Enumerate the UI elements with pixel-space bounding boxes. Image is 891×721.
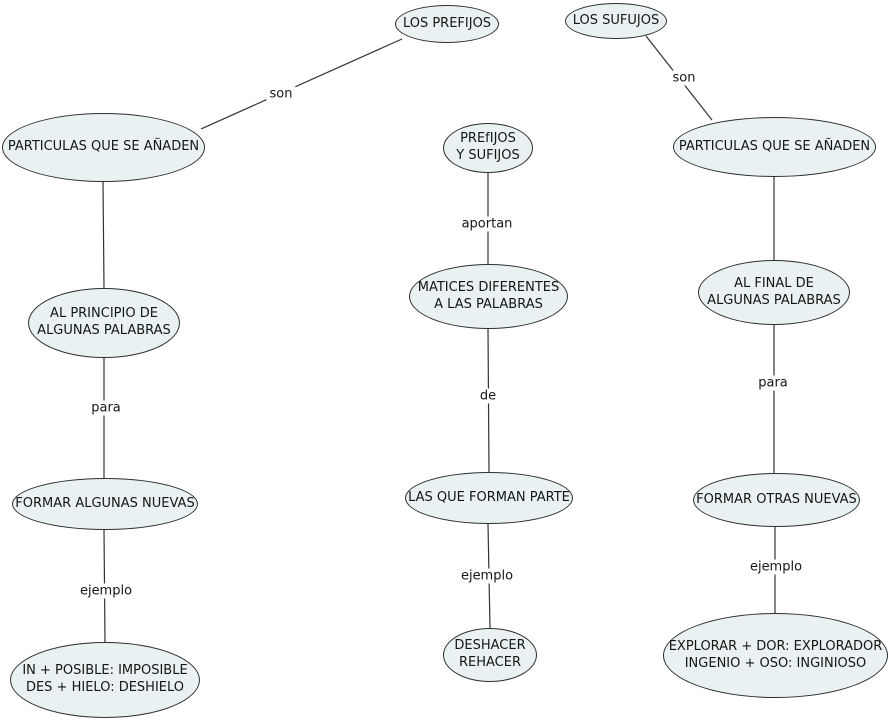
edge-label-para-izq[interactable]: para [88,400,124,416]
node-particulas-que-se-anaden-der[interactable]: PARTICULAS QUE SE AÑADEN [673,117,876,177]
node-ejemplo-prefijos[interactable]: IN + POSIBLE: IMPOSIBLE DES + HIELO: DES… [10,642,200,718]
edge-label-son-prefijos[interactable]: son [266,86,296,102]
node-los-sufujos[interactable]: LOS SUFUJOS [565,3,667,39]
node-las-que-forman-parte[interactable]: LAS QUE FORMAN PARTE [405,472,573,524]
node-al-final-de-algunas-palabras[interactable]: AL FINAL DE ALGUNAS PALABRAS [698,260,850,325]
edge-label-son-sufijos[interactable]: son [669,70,699,86]
node-formar-algunas-nuevas[interactable]: FORMAR ALGUNAS NUEVAS [12,478,198,530]
node-al-principio-de-algunas-palabras[interactable]: AL PRINCIPIO DE ALGUNAS PALABRAS [28,288,180,358]
node-formar-otras-nuevas[interactable]: FORMAR OTRAS NUEVAS [693,473,860,527]
edge-label-ejemplo-izq[interactable]: ejemplo [76,583,136,599]
node-los-prefijos[interactable]: LOS PREFIJOS [395,5,499,43]
node-particulas-que-se-anaden-izq[interactable]: PARTICULAS QUE SE AÑADEN [2,113,205,182]
node-deshacer-rehacer[interactable]: DESHACER REHACER [443,628,537,682]
node-matices-diferentes[interactable]: MATICES DIFERENTES A LAS PALABRAS [409,264,568,329]
connector-particulas-izq-principio [102,181,105,289]
edge-label-de[interactable]: de [476,388,500,404]
node-prefijos-y-sufijos[interactable]: PREfIJOS Y SUFIJOS [443,123,533,173]
edge-label-para-der[interactable]: para [755,375,791,391]
edge-label-ejemplo-centro[interactable]: ejemplo [457,568,517,584]
edge-label-ejemplo-der[interactable]: ejemplo [746,559,806,575]
connector-prefijos-particulas [200,38,403,130]
node-ejemplo-sufijos[interactable]: EXPLORAR + DOR: EXPLORADOR INGENIO + OSO… [663,613,888,698]
edge-label-aportan[interactable]: aportan [458,216,516,232]
